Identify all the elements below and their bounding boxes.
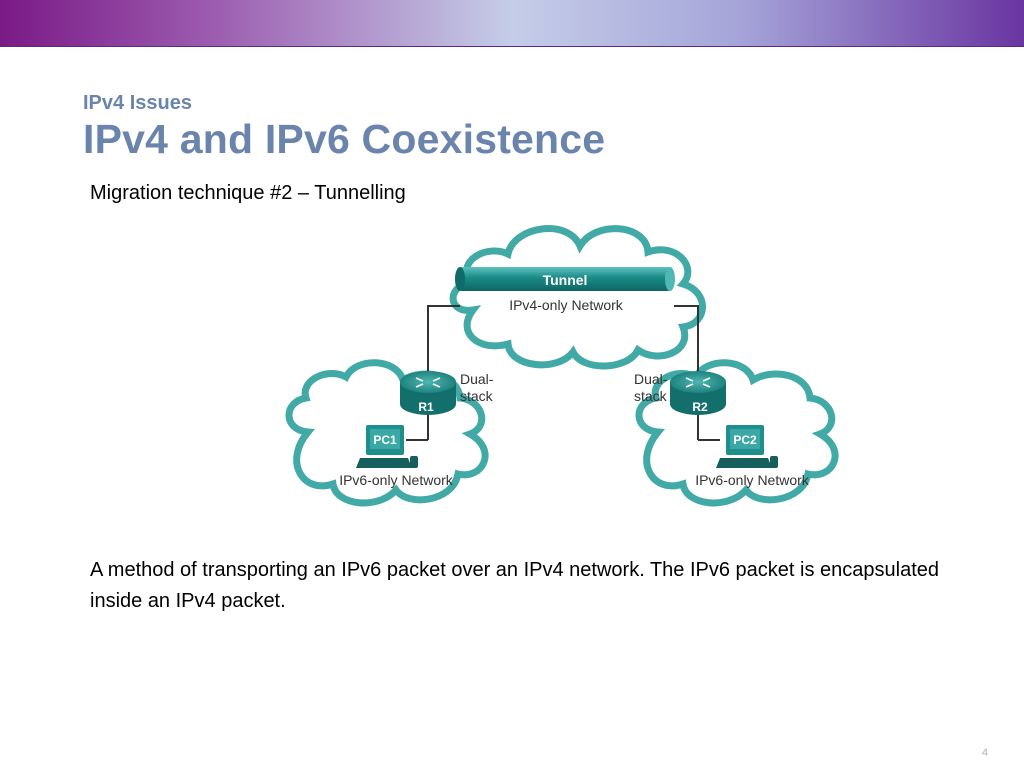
page-number: 4: [981, 747, 988, 759]
keyboard-icon: [716, 458, 772, 468]
pc1-label: PC1: [373, 433, 397, 447]
left-network-label: IPv6-only Network: [339, 472, 454, 488]
router-arrows-icon: [685, 377, 711, 388]
router-r1: R1: [400, 371, 456, 415]
mouse-icon: [410, 456, 418, 468]
pc1: PC1: [356, 425, 418, 468]
mouse-icon: [770, 456, 778, 468]
header-band: [0, 0, 1024, 47]
right-network-label: IPv6-only Network: [695, 472, 810, 488]
pc2: PC2: [716, 425, 778, 468]
dual-stack-right: Dual- stack: [634, 371, 671, 404]
tunnelling-diagram: Tunnel IPv4-only Network R1 Dual- stack …: [285, 225, 839, 507]
link-tunnel-r2: [674, 305, 699, 380]
tunnel-label: Tunnel: [543, 272, 588, 288]
ipv4-network-label: IPv4-only Network: [509, 297, 624, 313]
technique-caption: Migration technique #2 – Tunnelling: [90, 182, 406, 204]
router-arrows-icon: [415, 377, 441, 388]
pc2-label: PC2: [733, 433, 757, 447]
keyboard-icon: [356, 458, 412, 468]
slide-subtitle: IPv4 Issues: [83, 92, 192, 114]
router-r2: R2: [670, 371, 726, 415]
ipv4-cloud: [449, 225, 706, 370]
tunnel-pipe: Tunnel: [455, 267, 675, 291]
description-text: A method of transporting an IPv6 packet …: [90, 559, 940, 612]
r1-label: R1: [418, 400, 434, 414]
dual-stack-left: Dual- stack: [460, 371, 497, 404]
link-tunnel-r1: [427, 305, 460, 380]
r2-label: R2: [692, 400, 708, 414]
slide-title: IPv4 and IPv6 Coexistence: [83, 116, 606, 162]
